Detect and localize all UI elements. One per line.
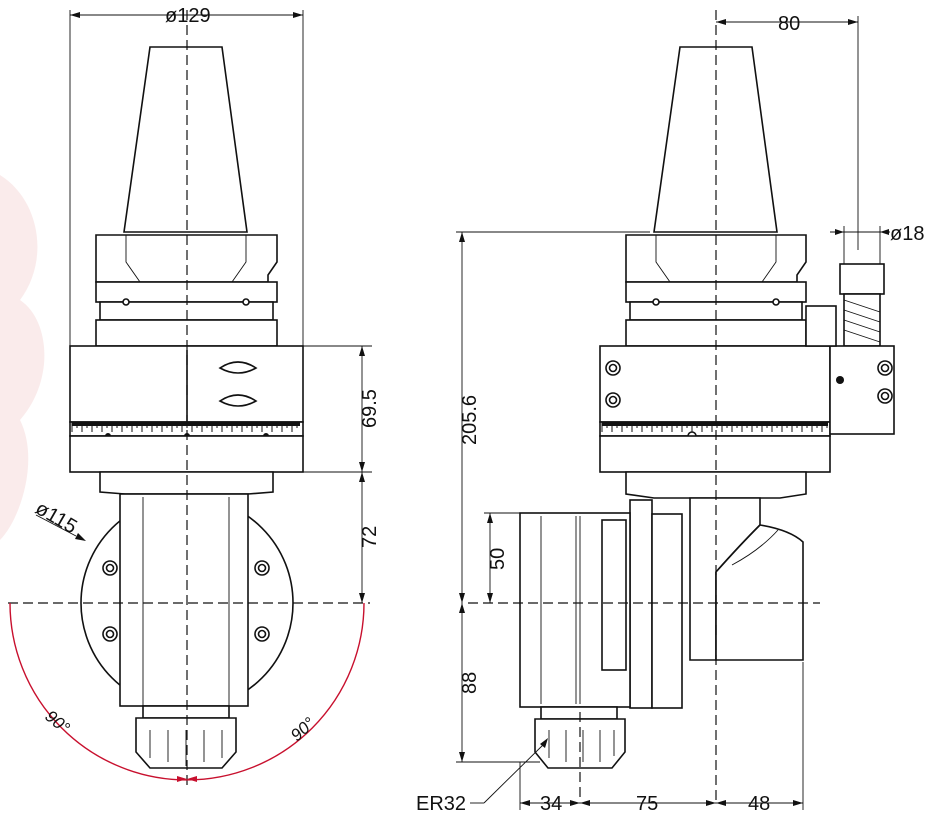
dim-side-bottom-1: 34 [540, 793, 562, 815]
dim-head-diameter: ø115 [32, 497, 81, 538]
angle-arc [9, 602, 365, 781]
scale-band [602, 422, 828, 426]
angle-right-label: 90° [287, 714, 319, 745]
dim-side-bottom-3: 48 [748, 793, 770, 815]
front-view [8, 10, 370, 785]
dim-head-drop: 72 [359, 526, 381, 548]
dim-side-upper-height: 50 [487, 548, 509, 570]
scale-band [72, 422, 300, 426]
dim-side-bottom-2: 75 [636, 793, 658, 815]
side-dimensions: 80 ø18 205.6 88 50 34 75 48 ER32 [416, 13, 924, 815]
dim-side-pin-diameter: ø18 [890, 223, 924, 245]
collet-label: ER32 [416, 793, 466, 815]
dim-front-width: ø129 [165, 5, 211, 27]
dim-side-lower-height: 88 [459, 672, 481, 694]
dim-flange-height: 69.5 [359, 389, 381, 428]
watermark-logo [0, 175, 45, 540]
dim-side-offset-top: 80 [778, 13, 800, 35]
side-view [468, 10, 895, 800]
dim-side-total-height: 205.6 [459, 395, 481, 445]
